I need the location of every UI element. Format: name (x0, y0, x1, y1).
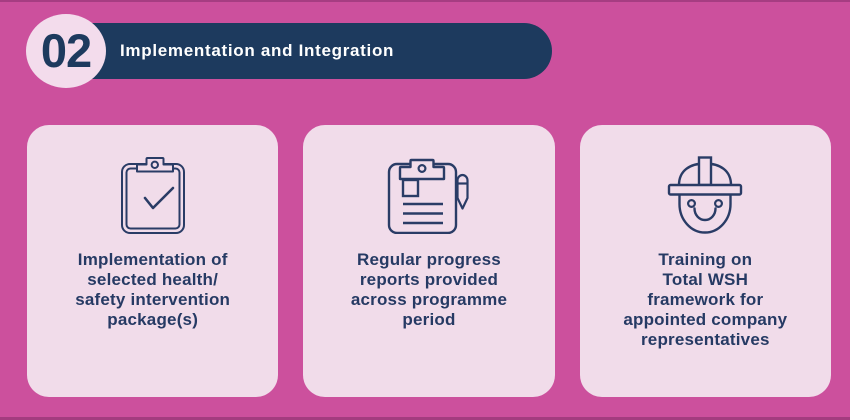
card-text-line: selected health/ (87, 270, 219, 289)
card-text-line: period (402, 310, 456, 329)
card-text-line: safety intervention (75, 290, 231, 309)
card-text-line: Total WSH (662, 270, 749, 289)
section-title: Implementation and Integration (120, 41, 395, 60)
card-text-line: package(s) (107, 310, 199, 329)
section-title-banner: Implementation and Integration (60, 23, 552, 79)
card-progress-reports: Regular progress reports provided across… (303, 125, 555, 397)
hardhat-worker-icon (667, 151, 743, 239)
card-text-line: Regular progress (357, 250, 501, 269)
card-text-line: Implementation of (77, 250, 228, 269)
clipboard-report-pencil-icon (387, 151, 471, 239)
section-header: 02 Implementation and Integration (0, 0, 850, 110)
step-number-badge: 02 (26, 14, 106, 88)
card-text-line: across programme (350, 290, 508, 309)
clipboard-check-icon (120, 151, 186, 239)
step-number: 02 (40, 23, 92, 77)
card-text-line: framework for (647, 290, 764, 309)
card-text-line: appointed company (623, 310, 788, 329)
card-intervention-packages: Implementation of selected health/ safet… (27, 125, 279, 397)
card-text-line: reports provided (359, 270, 499, 289)
card-label: Implementation of selected health/ safet… (75, 250, 230, 330)
card-training: Training on Total WSH framework for appo… (579, 125, 831, 397)
card-text-line: representatives (640, 330, 770, 349)
card-label: Regular progress reports provided across… (351, 250, 507, 330)
cards-row: Implementation of selected health/ safet… (0, 125, 850, 397)
card-label: Training on Total WSH framework for appo… (623, 250, 787, 350)
card-text-line: Training on (658, 250, 753, 269)
